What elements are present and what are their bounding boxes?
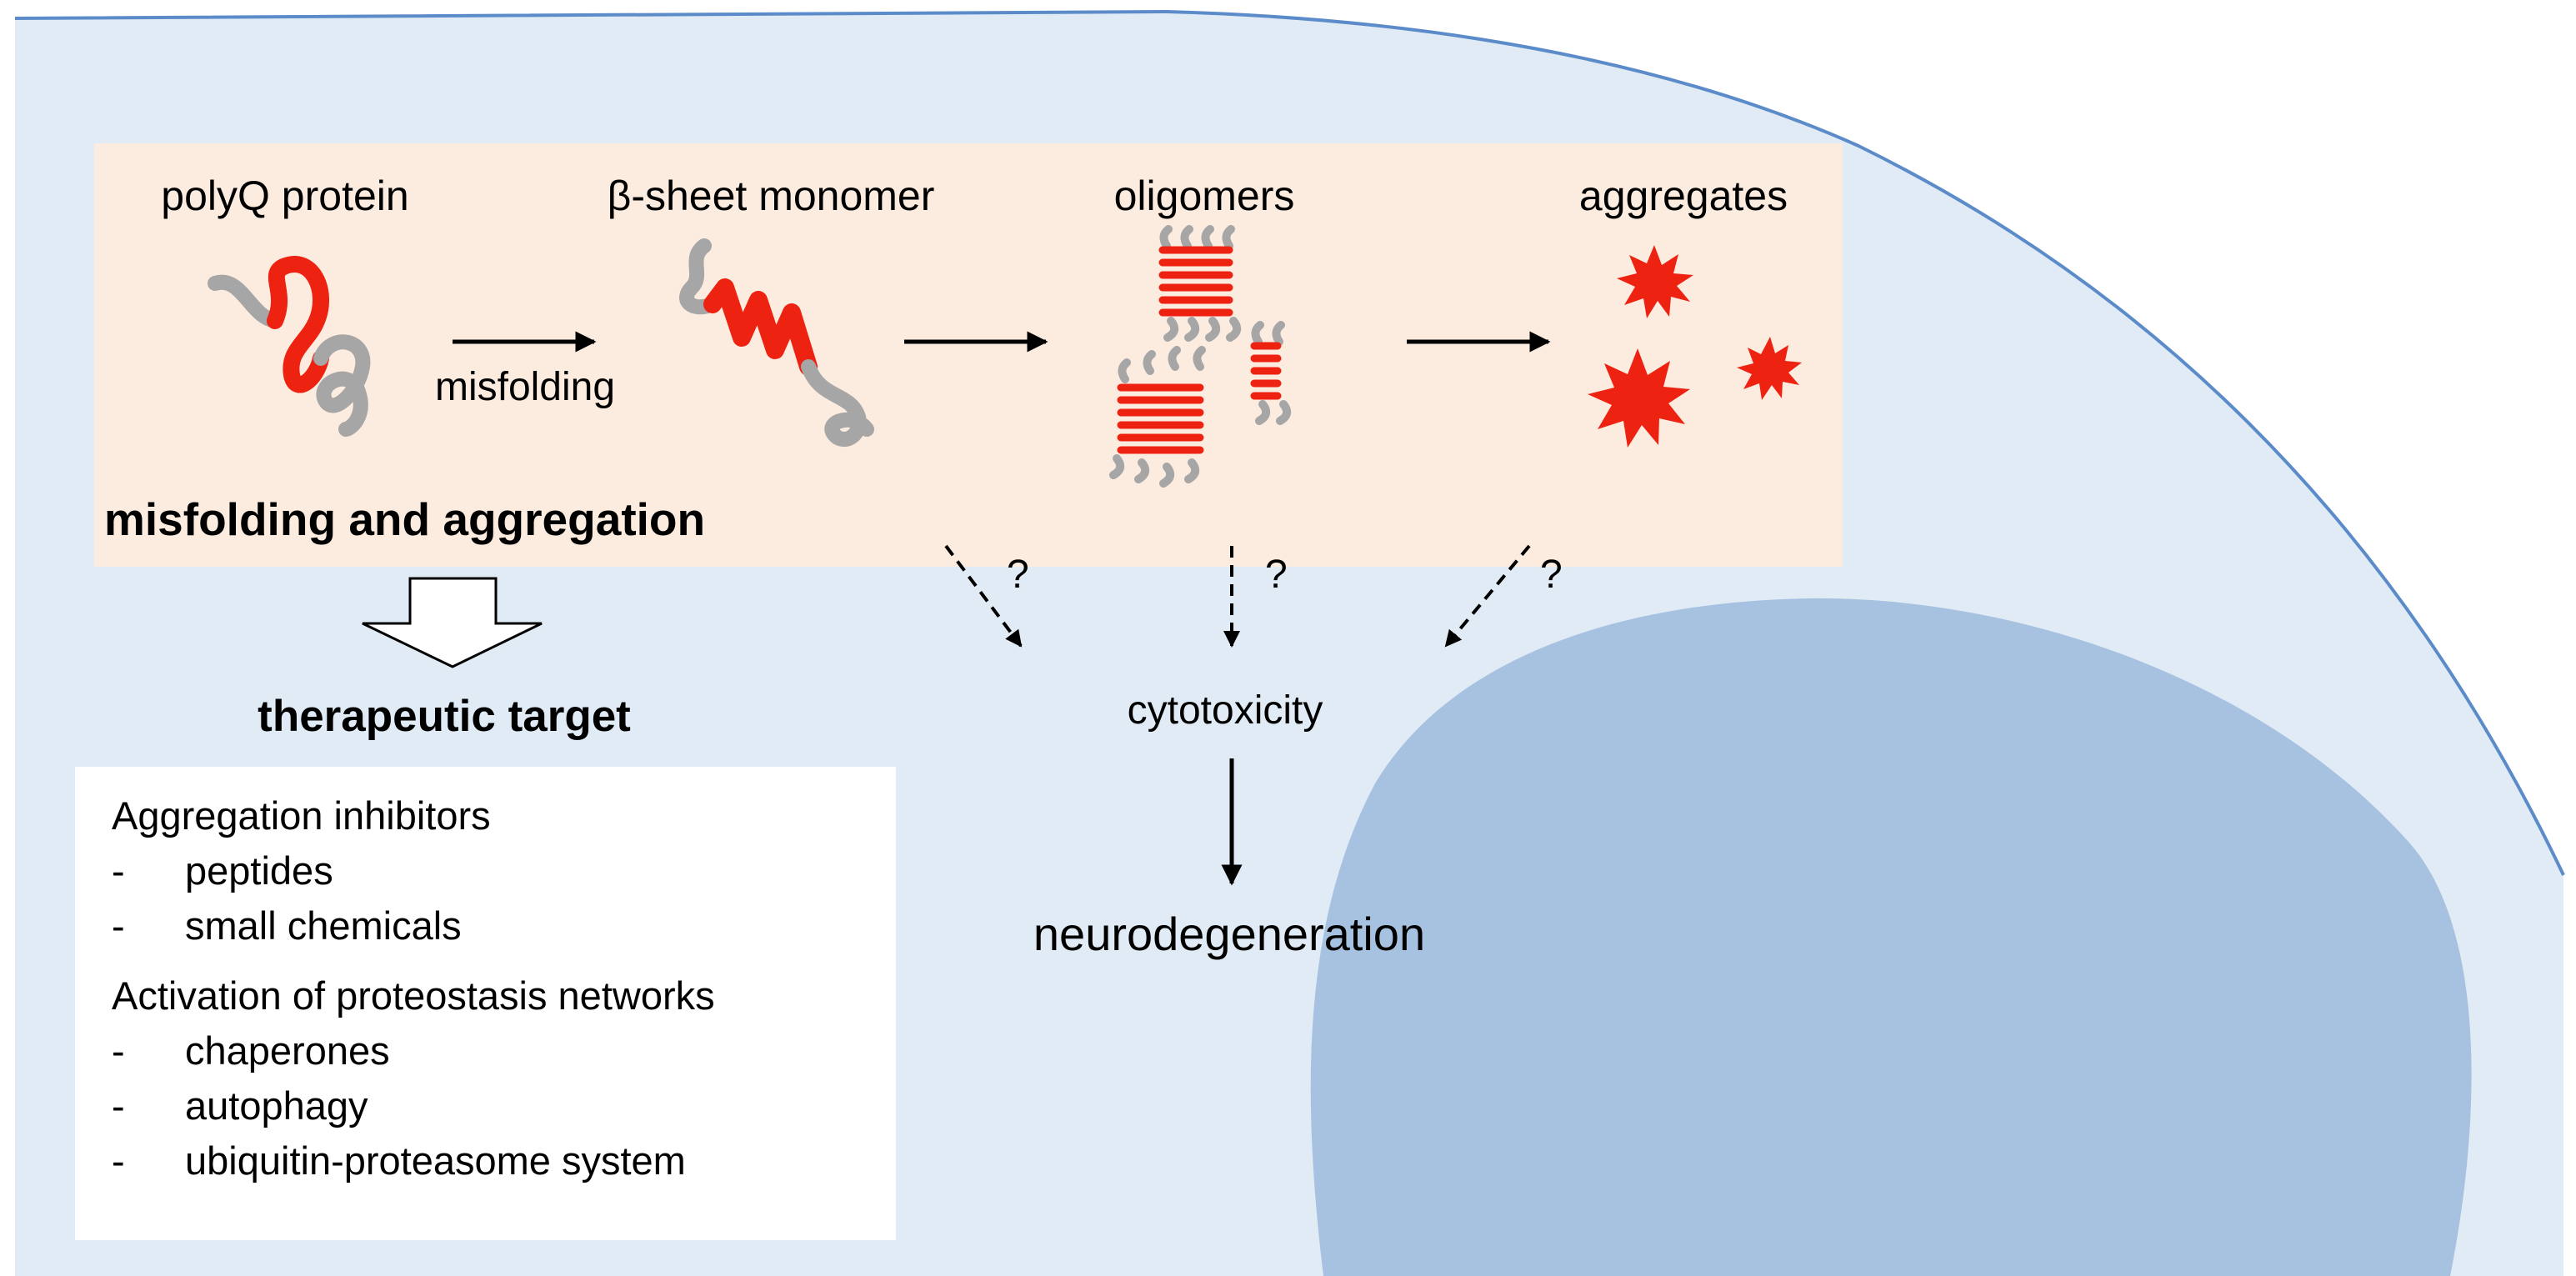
therapeutic-target-title: therapeutic target xyxy=(258,692,631,741)
therapeutic-strategies-box: Aggregation inhibitors - peptides - smal… xyxy=(75,767,896,1240)
list-dash: - xyxy=(112,903,125,948)
aggregates-icon xyxy=(1588,245,1802,448)
stage-label-polyq: polyQ protein xyxy=(161,173,408,219)
oligomers-icon xyxy=(1109,225,1292,488)
panel-title: misfolding and aggregation xyxy=(104,493,705,545)
oligomer-cluster-3 xyxy=(1109,346,1206,488)
beta-sheet-monomer-icon xyxy=(679,238,874,447)
list-dash: - xyxy=(112,1083,125,1128)
aggregation-panel xyxy=(94,143,1843,567)
nucleus xyxy=(1310,598,2472,1276)
list-dash: - xyxy=(112,1028,125,1073)
group-title-aggregation-inhibitors: Aggregation inhibitors xyxy=(112,793,491,838)
list-item-text: small chemicals xyxy=(185,903,462,948)
unknown-mark-left: ? xyxy=(1007,553,1029,597)
cytotoxicity-label: cytotoxicity xyxy=(1128,688,1323,733)
neurodegeneration-label: neurodegeneration xyxy=(1033,908,1425,960)
stage-label-monomer: β-sheet monomer xyxy=(608,173,935,219)
list-item-peptides: - peptides xyxy=(112,843,896,898)
stage-label-oligomers: oligomers xyxy=(1114,173,1295,219)
oligomer-cluster-1 xyxy=(1158,225,1242,342)
unknown-mark-right: ? xyxy=(1540,553,1563,597)
dashed-arrow-left xyxy=(944,544,1023,648)
list-item-autophagy: - autophagy xyxy=(112,1078,896,1133)
list-item-chaperones: - chaperones xyxy=(112,1023,896,1078)
list-dash: - xyxy=(112,848,125,893)
polyq-protein-icon xyxy=(208,256,371,437)
cell-membrane xyxy=(14,9,2565,876)
list-item-text: ubiquitin-proteasome system xyxy=(185,1138,686,1183)
stage-label-aggregates: aggregates xyxy=(1579,173,1788,219)
oligomer-cluster-2 xyxy=(1250,321,1292,425)
list-item-small-chemicals: - small chemicals xyxy=(112,898,896,953)
list-dash: - xyxy=(112,1138,125,1183)
unknown-mark-center: ? xyxy=(1265,553,1288,597)
aggregate-star-2 xyxy=(1588,348,1690,448)
list-item-text: autophagy xyxy=(185,1083,368,1128)
list-item-text: peptides xyxy=(185,848,333,893)
list-item-text: chaperones xyxy=(185,1028,390,1073)
list-item-ubiquitin-proteasome-system: - ubiquitin-proteasome system xyxy=(112,1133,896,1188)
dashed-arrow-right xyxy=(1444,544,1531,648)
group-title-proteostasis-networks: Activation of proteostasis networks xyxy=(112,973,715,1018)
therapeutic-down-arrow xyxy=(362,577,543,668)
misfolding-step-label: misfolding xyxy=(435,365,615,409)
aggregate-star-1 xyxy=(1617,245,1693,318)
aggregate-star-3 xyxy=(1737,337,1802,400)
